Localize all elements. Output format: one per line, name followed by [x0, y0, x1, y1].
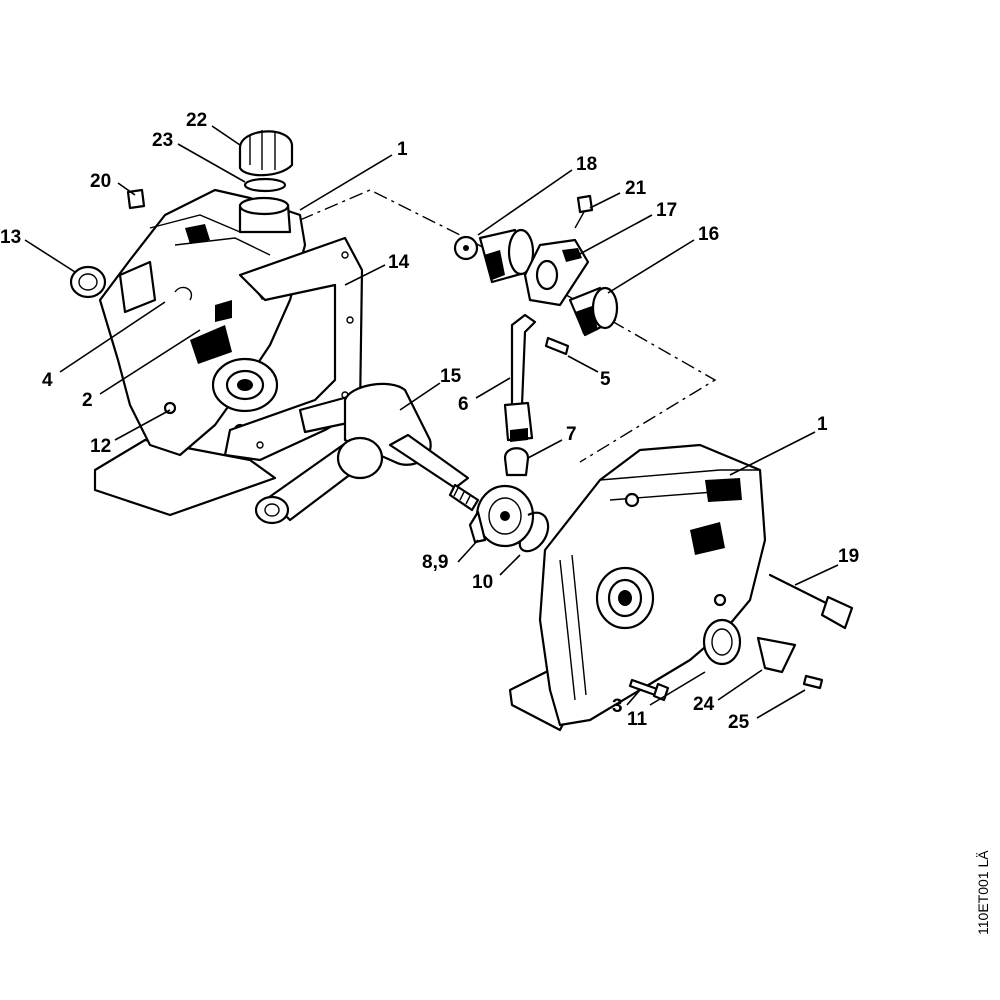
callout-20: 20	[90, 171, 111, 192]
callout-23: 23	[152, 130, 173, 151]
callout-11: 11	[627, 709, 648, 730]
pickup-body	[503, 447, 530, 477]
oil-cap	[238, 130, 294, 177]
oil-hose	[503, 313, 537, 442]
callout-17: 17	[656, 200, 677, 221]
callout-labels: 22 23 1 20 13 14 4 2 12 18 21 17 16 5 6 …	[0, 110, 859, 733]
cover-cap	[756, 636, 797, 674]
callout-2: 2	[82, 390, 93, 411]
oil-seal-left	[69, 265, 107, 299]
callout-18: 18	[576, 154, 597, 175]
callout-25: 25	[728, 712, 750, 733]
callout-14: 14	[388, 252, 410, 273]
callout-22: 22	[186, 110, 207, 131]
sealing-ring	[243, 177, 287, 193]
callout-12: 12	[90, 436, 111, 457]
callout-1-right-case: 1	[817, 414, 828, 435]
callout-19: 19	[838, 546, 859, 567]
left-crankcase-half	[93, 188, 307, 517]
screw-cover	[802, 674, 824, 690]
callout-15: 15	[440, 366, 462, 387]
bolt-long	[768, 573, 854, 630]
washer	[453, 235, 479, 261]
spring-hook	[174, 286, 193, 301]
callout-24: 24	[693, 694, 715, 715]
drawing-reference-code: 110ET001 LÄ	[975, 850, 991, 935]
oil-seal-right	[702, 618, 742, 666]
plug	[126, 188, 146, 210]
leader-lines	[24, 125, 839, 719]
connecting-rod	[254, 436, 384, 525]
callout-4: 4	[42, 370, 53, 391]
circlip	[518, 511, 550, 553]
ball-bearing	[468, 484, 535, 548]
rubber-buffer-right	[568, 286, 619, 337]
callout-13: 13	[0, 227, 21, 248]
assembly-lines	[299, 189, 717, 463]
callout-7: 7	[566, 424, 577, 445]
callout-3: 3	[612, 696, 623, 717]
callout-16: 16	[698, 224, 719, 245]
callout-1-left-case: 1	[397, 139, 408, 160]
callout-21: 21	[625, 178, 647, 199]
callout-8-9: 8,9	[422, 552, 448, 573]
bracket	[523, 238, 590, 307]
right-crankcase-half	[508, 443, 767, 732]
screw-small	[574, 194, 594, 229]
callout-5: 5	[600, 369, 611, 390]
hose-nipple	[544, 336, 570, 356]
callout-6: 6	[458, 394, 469, 415]
callout-10: 10	[472, 572, 493, 593]
